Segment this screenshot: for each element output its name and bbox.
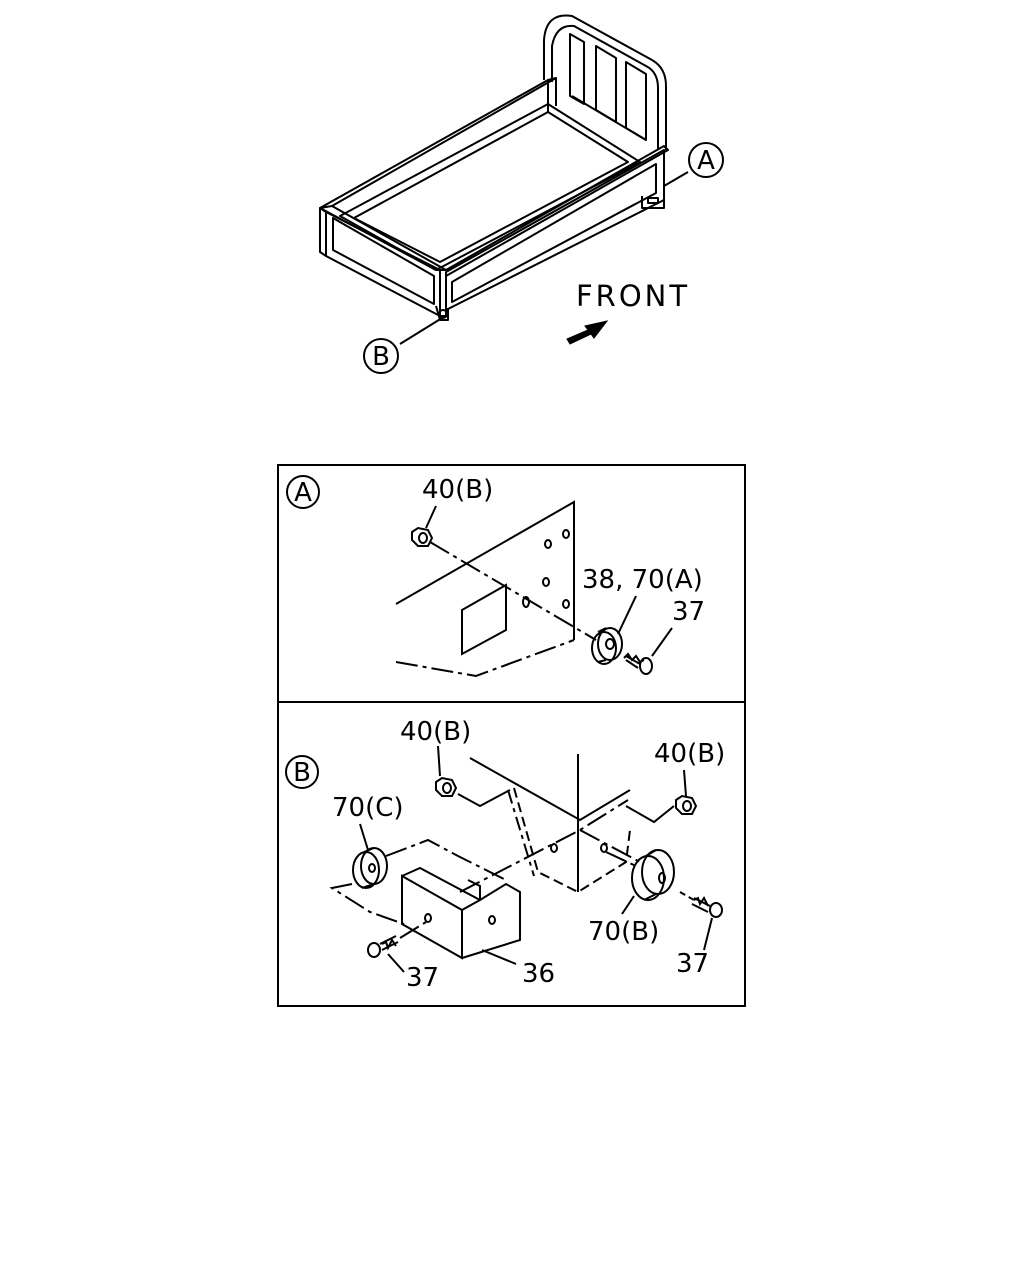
label-b-40b-left: 40(B) bbox=[400, 717, 471, 747]
callout-b-overview: B bbox=[363, 338, 399, 374]
panel-b-callout: B bbox=[285, 755, 319, 789]
label-b-70b: 70(B) bbox=[588, 917, 659, 947]
front-arrow-icon bbox=[566, 320, 609, 345]
panel-a-callout: A bbox=[286, 475, 320, 509]
label-b-37-left: 37 bbox=[406, 963, 439, 993]
label-b-40b-right: 40(B) bbox=[654, 739, 725, 769]
label-a-37: 37 bbox=[672, 597, 705, 627]
callout-a-overview: A bbox=[688, 142, 724, 178]
truck-body-drawing bbox=[319, 14, 689, 345]
detail-a-drawing bbox=[395, 500, 673, 678]
label-b-70c: 70(C) bbox=[332, 793, 404, 823]
svg-text:B: B bbox=[293, 758, 311, 788]
svg-text:A: A bbox=[294, 478, 312, 508]
label-b-36: 36 bbox=[522, 959, 555, 989]
label-a-40b: 40(B) bbox=[422, 475, 493, 505]
label-b-37-right: 37 bbox=[676, 949, 709, 979]
detail-frame bbox=[277, 464, 746, 1007]
label-a-38-70a: 38, 70(A) bbox=[582, 565, 703, 595]
svg-text:A: A bbox=[697, 146, 715, 176]
detail-b-drawing bbox=[329, 745, 723, 973]
svg-text:B: B bbox=[372, 342, 390, 372]
front-label: FRONT bbox=[576, 279, 690, 313]
